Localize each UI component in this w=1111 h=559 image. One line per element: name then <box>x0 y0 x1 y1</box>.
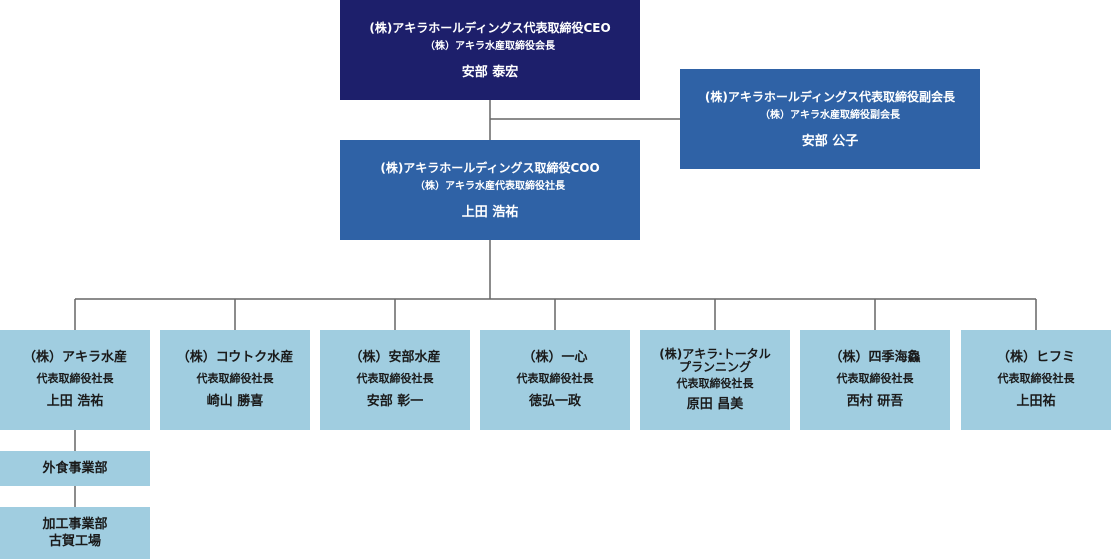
unit-company: （株）アキラ水産 <box>22 350 127 365</box>
unit-role: 代表取締役社長 <box>36 372 114 385</box>
unit-person: 崎山 勝喜 <box>206 394 264 409</box>
unit-company: （株）四季海鱻 <box>829 350 921 365</box>
unit-box-koutoku-suisan: （株）コウトク水産 代表取締役社長 崎山 勝喜 <box>160 330 310 430</box>
unit-company: （株）コウトク水産 <box>176 350 294 365</box>
unit-role: 代表取締役社長 <box>356 372 434 385</box>
unit-person: 上田 浩祐 <box>46 394 104 409</box>
coo-company: (株)アキラホールディングス取締役COO <box>380 160 600 175</box>
coo-role: （株）アキラ水産代表取締役社長 <box>415 180 565 192</box>
unit-role: 代表取締役社長 <box>836 372 914 385</box>
unit-company: （株）安部水産 <box>349 350 441 365</box>
coo-box: (株)アキラホールディングス取締役COO （株）アキラ水産代表取締役社長 上田 … <box>340 140 640 240</box>
ceo-box: (株)アキラホールディングス代表取締役CEO （株）アキラ水産取締役会長 安部 … <box>340 0 640 100</box>
coo-name: 上田 浩祐 <box>461 204 519 220</box>
vice-chair-role: （株）アキラ水産取締役副会長 <box>760 109 900 121</box>
vice-chair-company: (株)アキラホールディングス代表取締役副会長 <box>704 89 956 104</box>
unit-person: 上田祐 <box>1016 394 1056 409</box>
dept-label-line1: 加工事業部 <box>42 517 108 532</box>
unit-box-hifumi: （株）ヒフミ 代表取締役社長 上田祐 <box>961 330 1111 430</box>
unit-person: 徳弘一政 <box>528 394 581 409</box>
vice-chair-name: 安部 公子 <box>801 133 859 149</box>
dept-label-line2: 古賀工場 <box>48 534 101 549</box>
unit-box-isshin: （株）一心 代表取締役社長 徳弘一政 <box>480 330 630 430</box>
unit-box-akira-total-planning: (株)アキラ·トータル プランニング 代表取締役社長 原田 昌美 <box>640 330 790 430</box>
unit-company: （株）一心 <box>522 350 588 365</box>
unit-role: 代表取締役社長 <box>676 376 754 390</box>
unit-box-abe-suisan: （株）安部水産 代表取締役社長 安部 彰一 <box>320 330 470 430</box>
unit-role: 代表取締役社長 <box>516 372 594 385</box>
unit-box-shiki-kaisen: （株）四季海鱻 代表取締役社長 西村 研吾 <box>800 330 950 430</box>
unit-box-akira-suisan: （株）アキラ水産 代表取締役社長 上田 浩祐 <box>0 330 150 430</box>
dept-box-processing: 加工事業部 古賀工場 <box>0 507 150 559</box>
unit-company: （株）ヒフミ <box>996 350 1075 365</box>
unit-company-line1: (株)アキラ·トータル <box>659 346 771 361</box>
vice-chair-box: (株)アキラホールディングス代表取締役副会長 （株）アキラ水産取締役副会長 安部… <box>680 69 980 169</box>
ceo-role: （株）アキラ水産取締役会長 <box>425 40 555 52</box>
ceo-name: 安部 泰宏 <box>461 64 519 80</box>
unit-company-line2: プランニング <box>678 359 751 374</box>
unit-person: 西村 研吾 <box>846 394 904 409</box>
unit-role: 代表取締役社長 <box>997 372 1075 385</box>
dept-label: 外食事業部 <box>42 461 108 476</box>
unit-person: 原田 昌美 <box>686 396 744 412</box>
ceo-company: (株)アキラホールディングス代表取締役CEO <box>369 20 611 35</box>
unit-person: 安部 彰一 <box>366 394 424 409</box>
dept-box-food-service: 外食事業部 <box>0 451 150 486</box>
unit-role: 代表取締役社長 <box>196 372 274 385</box>
